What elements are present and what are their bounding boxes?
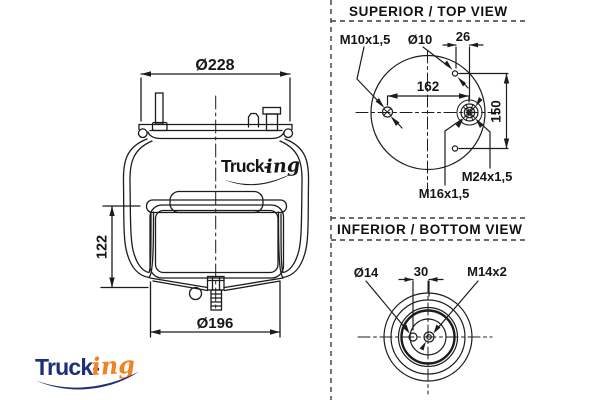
- bellows-logo-ing: ing: [265, 154, 300, 178]
- dim-30-label: 30: [414, 264, 428, 279]
- combination-fitting: [262, 106, 282, 132]
- m16-label: M16x1,5: [419, 186, 470, 201]
- bellows-logo-swoosh: [224, 172, 294, 186]
- brand-logo-truck: Truck-: [35, 354, 99, 380]
- o10-holes: [422, 46, 469, 152]
- dim-122-label: 122: [95, 235, 111, 259]
- dim-122: [100, 205, 149, 289]
- dim-150-label: 150: [489, 100, 504, 123]
- dim-30: [398, 277, 444, 331]
- top-stud-bolt: [151, 92, 168, 132]
- m10-label: M10x1,5: [340, 32, 391, 47]
- bellows-logo: Truck- ing: [221, 154, 301, 186]
- dim-196: [149, 281, 281, 338]
- dim-162: [386, 93, 470, 106]
- m24-label: M24x1,5: [462, 169, 513, 184]
- side-view: [100, 71, 310, 338]
- bottom-view-title: INFERIOR / BOTTOM VIEW: [337, 222, 522, 237]
- brand-logo: Truck- ing: [35, 350, 139, 390]
- m14-stud-bottom: [419, 331, 435, 351]
- o10-label: Ø10: [408, 32, 433, 47]
- dim-228: [140, 71, 291, 122]
- o14-label: Ø14: [354, 265, 379, 280]
- dim-196-label: Ø196: [197, 315, 234, 332]
- bottom-leaders: [365, 280, 479, 334]
- o14-hole: [408, 332, 418, 342]
- air-fitting: [455, 97, 484, 128]
- dim-162-label: 162: [417, 79, 440, 94]
- piston: [145, 190, 288, 292]
- air-inlet-stud: [247, 112, 260, 128]
- dim-228-label: Ø228: [195, 57, 234, 74]
- bellows-logo-truck: Truck-: [221, 156, 270, 176]
- m10-stud: [356, 46, 403, 129]
- fitting-leaders: [444, 118, 491, 186]
- brand-logo-swoosh: [36, 371, 139, 390]
- dim-26: [442, 42, 484, 100]
- m14-label: M14x2: [467, 264, 507, 279]
- piston-bolt: [206, 275, 225, 311]
- dim-26-label: 26: [456, 29, 470, 44]
- top-view: [355, 42, 510, 195]
- dim-150: [458, 72, 510, 150]
- bottom-view: [357, 277, 493, 395]
- brand-logo-ing: ing: [91, 350, 136, 381]
- panel-dividers: [330, 0, 527, 400]
- top-view-title: SUPERIOR / TOP VIEW: [349, 4, 508, 19]
- piston-vent-hole: [188, 286, 203, 301]
